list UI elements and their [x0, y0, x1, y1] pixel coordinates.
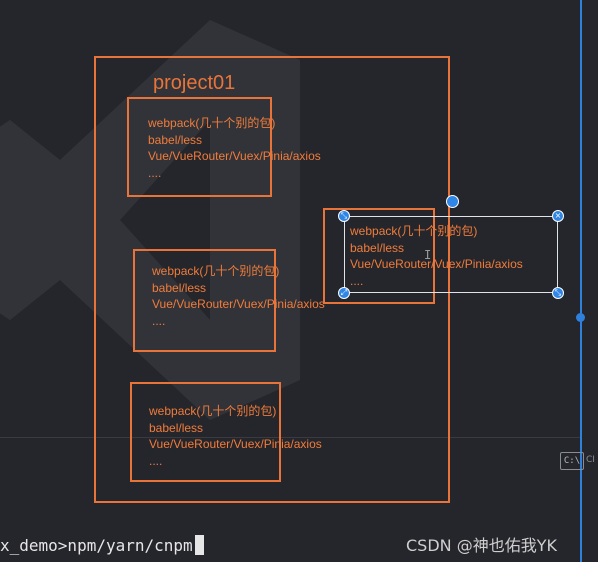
package-box-4[interactable] — [323, 208, 435, 304]
package-line: .... — [149, 453, 163, 468]
package-text-1: webpack(几十个别的包) babel/less Vue/VueRouter… — [148, 115, 321, 181]
selection-frame[interactable] — [344, 216, 558, 293]
package-line: webpack(几十个别的包) — [148, 116, 276, 130]
csdn-watermark: CSDN @神也佑我YK — [406, 536, 557, 555]
project-title: project01 — [153, 72, 236, 94]
package-box-3[interactable] — [130, 382, 281, 482]
package-line: .... — [148, 165, 162, 180]
resize-handle-icon[interactable]: ⤡ — [552, 287, 564, 299]
text-cursor-icon: I — [424, 248, 432, 262]
package-line: webpack(几十个别的包) — [149, 404, 277, 418]
package-line: webpack(几十个别的包) — [350, 224, 478, 238]
scrollbar-thumb[interactable] — [576, 313, 585, 322]
resize-handle-icon[interactable]: ⤢ — [338, 287, 350, 299]
terminal-command-line[interactable]: x_demo>npm/yarn/cnpm — [0, 535, 204, 555]
terminal-icon[interactable]: C:\ — [560, 452, 584, 470]
package-line: babel/less — [148, 132, 203, 147]
package-line: Vue/VueRouter/Vuex/Pinia/axios — [350, 257, 523, 271]
package-line: babel/less — [152, 280, 207, 295]
package-line: babel/less — [350, 240, 405, 255]
panel-divider — [0, 437, 580, 438]
package-line: Vue/VueRouter/Vuex/Pinia/axios — [152, 297, 325, 311]
package-text-4[interactable]: webpack(几十个别的包) babel/less Vue/VueRouter… — [350, 223, 523, 289]
project-container-box[interactable] — [94, 56, 450, 503]
resize-handle-icon[interactable]: ⤡ — [338, 210, 350, 222]
terminal-cursor — [194, 535, 204, 555]
resize-handle-icon[interactable]: × — [552, 210, 564, 222]
package-box-2[interactable] — [133, 249, 276, 352]
scrollbar-rail[interactable] — [580, 0, 582, 562]
package-line: webpack(几十个别的包) — [152, 264, 280, 278]
terminal-command: x_demo>npm/yarn/cnpm — [0, 536, 193, 555]
package-text-2: webpack(几十个别的包) babel/less Vue/VueRouter… — [152, 263, 325, 329]
package-line: .... — [152, 313, 166, 328]
package-box-1[interactable] — [127, 97, 272, 197]
package-line: .... — [350, 273, 364, 288]
package-text-3: webpack(几十个别的包) babel/less Vue/VueRouter… — [149, 403, 322, 469]
package-line: Vue/VueRouter/Vuex/Pinia/axios — [149, 437, 322, 451]
package-line: babel/less — [149, 420, 204, 435]
package-line: Vue/VueRouter/Vuex/Pinia/axios — [148, 149, 321, 163]
terminal-icon-side-text: CI — [586, 455, 595, 465]
rotate-handle-icon[interactable] — [446, 195, 459, 208]
vscode-logo-watermark-icon — [0, 20, 300, 420]
